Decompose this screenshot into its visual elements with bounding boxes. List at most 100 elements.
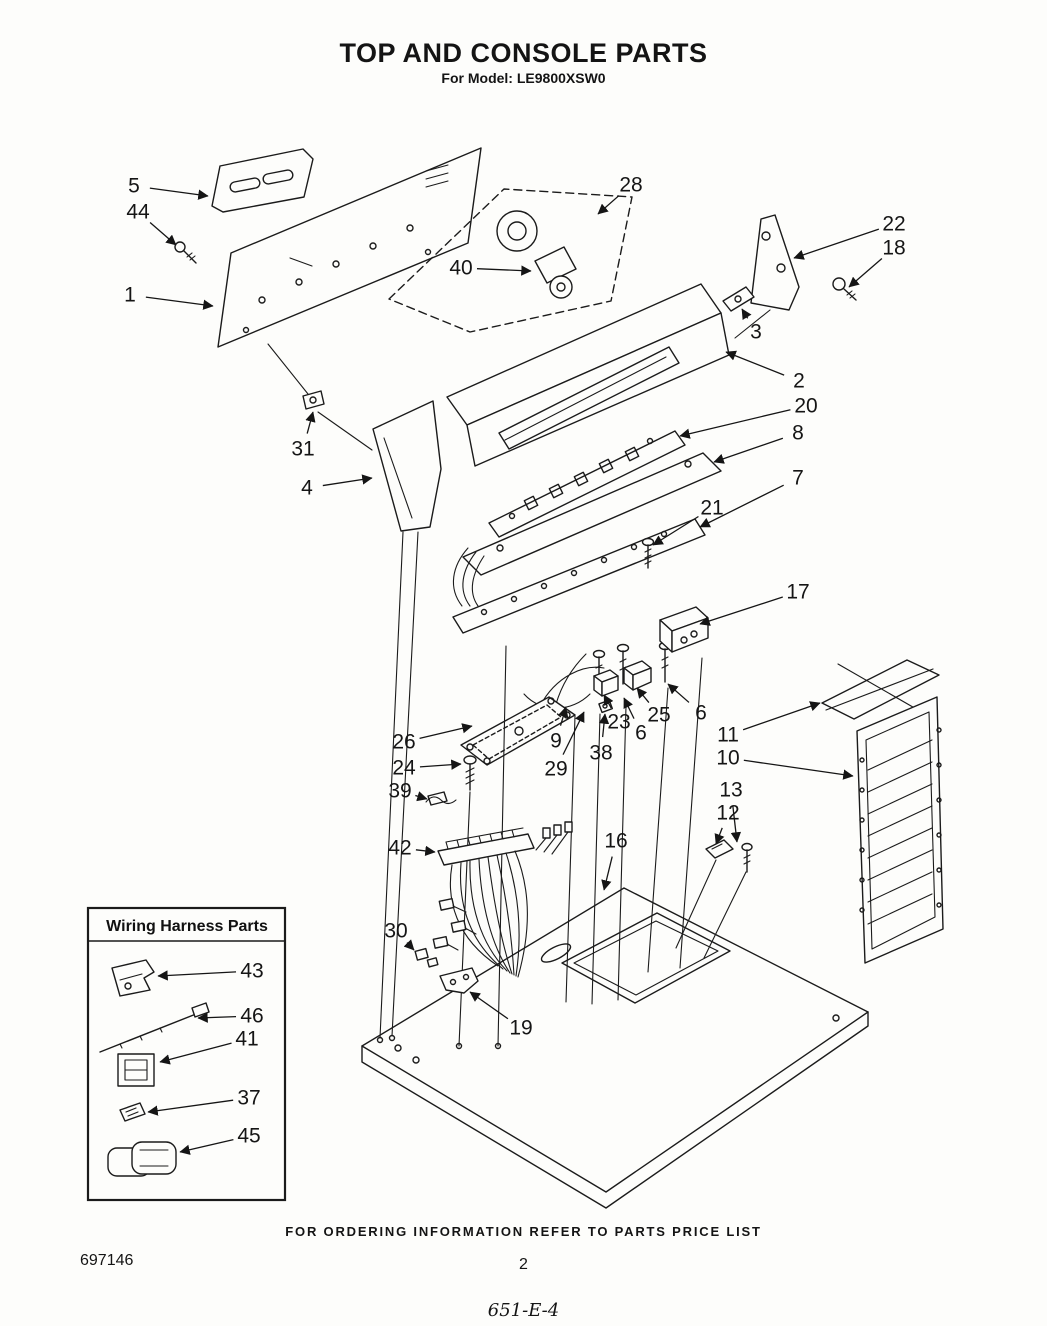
leader-line-38 — [598, 713, 610, 738]
leader-line-46 — [197, 1012, 237, 1023]
timer-region-28-art — [388, 188, 633, 333]
callout-42: 42 — [388, 837, 411, 860]
leader-line-12 — [714, 827, 725, 845]
screw-18-art — [832, 277, 857, 301]
clip-31-art — [302, 390, 325, 410]
ordering-note: FOR ORDERING INFORMATION REFER TO PARTS … — [285, 1224, 762, 1239]
callout-4: 4 — [301, 477, 313, 500]
callout-18: 18 — [882, 237, 905, 260]
leader-line-30 — [403, 939, 415, 951]
leader-line-18 — [848, 257, 883, 288]
leader-line-25 — [636, 687, 650, 704]
leader-line-42 — [415, 845, 436, 857]
bracket-3-art — [722, 286, 755, 312]
callout-24: 24 — [392, 757, 416, 780]
side-panel-10-art — [856, 696, 944, 964]
callout-40: 40 — [449, 257, 472, 280]
switch-23-art — [593, 669, 619, 697]
leader-line-37 — [147, 1099, 234, 1116]
rear-console-panel-art — [217, 147, 482, 451]
callout-21: 21 — [700, 497, 723, 520]
endcap-11-art — [821, 659, 940, 720]
callout-22: 22 — [882, 213, 905, 236]
clip-45-art — [107, 1141, 177, 1177]
leader-line-9 — [558, 706, 569, 726]
bracket-5-art — [211, 148, 314, 213]
wiring-box-title: Wiring Harness Parts — [106, 918, 268, 935]
leader-line-7 — [699, 484, 784, 528]
callout-3: 3 — [750, 321, 762, 344]
leader-line-8 — [713, 437, 784, 464]
callout-26: 26 — [392, 731, 415, 754]
leader-line-1 — [145, 296, 214, 310]
leader-line-6 — [667, 683, 690, 703]
bracket-19-art — [439, 967, 479, 994]
leader-line-3 — [741, 308, 752, 321]
leader-line-6 — [623, 697, 635, 719]
leader-line-19 — [469, 991, 509, 1020]
switch-25-art — [623, 660, 652, 691]
leader-line-13 — [730, 805, 742, 843]
leader-line-41 — [159, 1042, 232, 1065]
leader-line-16 — [601, 856, 613, 891]
leader-line-21 — [652, 515, 699, 546]
top-panel-16-art — [361, 887, 869, 1209]
switch-strip-20-art — [488, 430, 686, 538]
mounting-strip-7-art — [452, 518, 706, 634]
leader-line-39 — [415, 791, 428, 802]
callout-10: 10 — [716, 747, 739, 770]
callout-31: 31 — [291, 438, 314, 461]
leader-line-44 — [149, 222, 177, 246]
grommet-30-art — [414, 947, 439, 968]
leader-line-26 — [419, 723, 473, 739]
leader-line-29 — [562, 711, 585, 755]
callout-6: 6 — [635, 722, 647, 745]
callout-11: 11 — [717, 724, 739, 747]
callout-2: 2 — [793, 370, 805, 393]
leader-line-4 — [322, 474, 373, 487]
callout-20: 20 — [794, 395, 817, 418]
callout-46: 46 — [240, 1005, 263, 1028]
callout-5: 5 — [128, 175, 140, 198]
leader-line-5 — [149, 187, 209, 200]
leader-line-17 — [699, 596, 783, 626]
callout-17: 17 — [786, 581, 809, 604]
clip-37-art — [119, 1102, 146, 1122]
clip-43-art — [111, 959, 155, 997]
hinge-bracket-22-art — [734, 214, 800, 339]
wiring-harness-box: Wiring Harness Parts — [86, 906, 287, 1202]
leader-line-45 — [179, 1138, 234, 1155]
bracket-8-art — [452, 452, 722, 607]
leader-line-22 — [793, 228, 880, 260]
leader-line-11 — [742, 701, 821, 731]
callout-37: 37 — [237, 1087, 260, 1110]
console-panel-2-art — [446, 283, 730, 467]
callout-41: 41 — [235, 1028, 258, 1051]
timer-40-art — [496, 210, 577, 299]
leader-line-10 — [743, 759, 854, 780]
endcap-4-art — [372, 400, 442, 532]
harness-42-art — [432, 821, 573, 978]
callout-7: 7 — [792, 467, 804, 490]
callout-6: 6 — [695, 702, 707, 725]
clip-41-art — [117, 1053, 155, 1087]
switch-17-art — [659, 606, 709, 653]
page-number: 2 — [519, 1256, 528, 1273]
cable-tie-46-art — [99, 1002, 210, 1053]
plate-code: 651-E-4 — [487, 1300, 560, 1321]
callout-1: 1 — [124, 284, 136, 307]
callout-12: 12 — [716, 802, 739, 825]
callout-38: 38 — [589, 742, 612, 765]
callout-45: 45 — [237, 1125, 260, 1148]
callout-13: 13 — [719, 779, 742, 802]
callout-23: 23 — [607, 711, 630, 734]
screw-21-art — [641, 537, 655, 569]
callout-30: 30 — [384, 920, 407, 943]
callout-19: 19 — [509, 1017, 532, 1040]
callout-39: 39 — [388, 780, 411, 803]
leader-line-23 — [603, 694, 614, 709]
model-line: For Model: LE9800XSW0 — [441, 70, 606, 86]
callout-28: 28 — [619, 174, 642, 197]
